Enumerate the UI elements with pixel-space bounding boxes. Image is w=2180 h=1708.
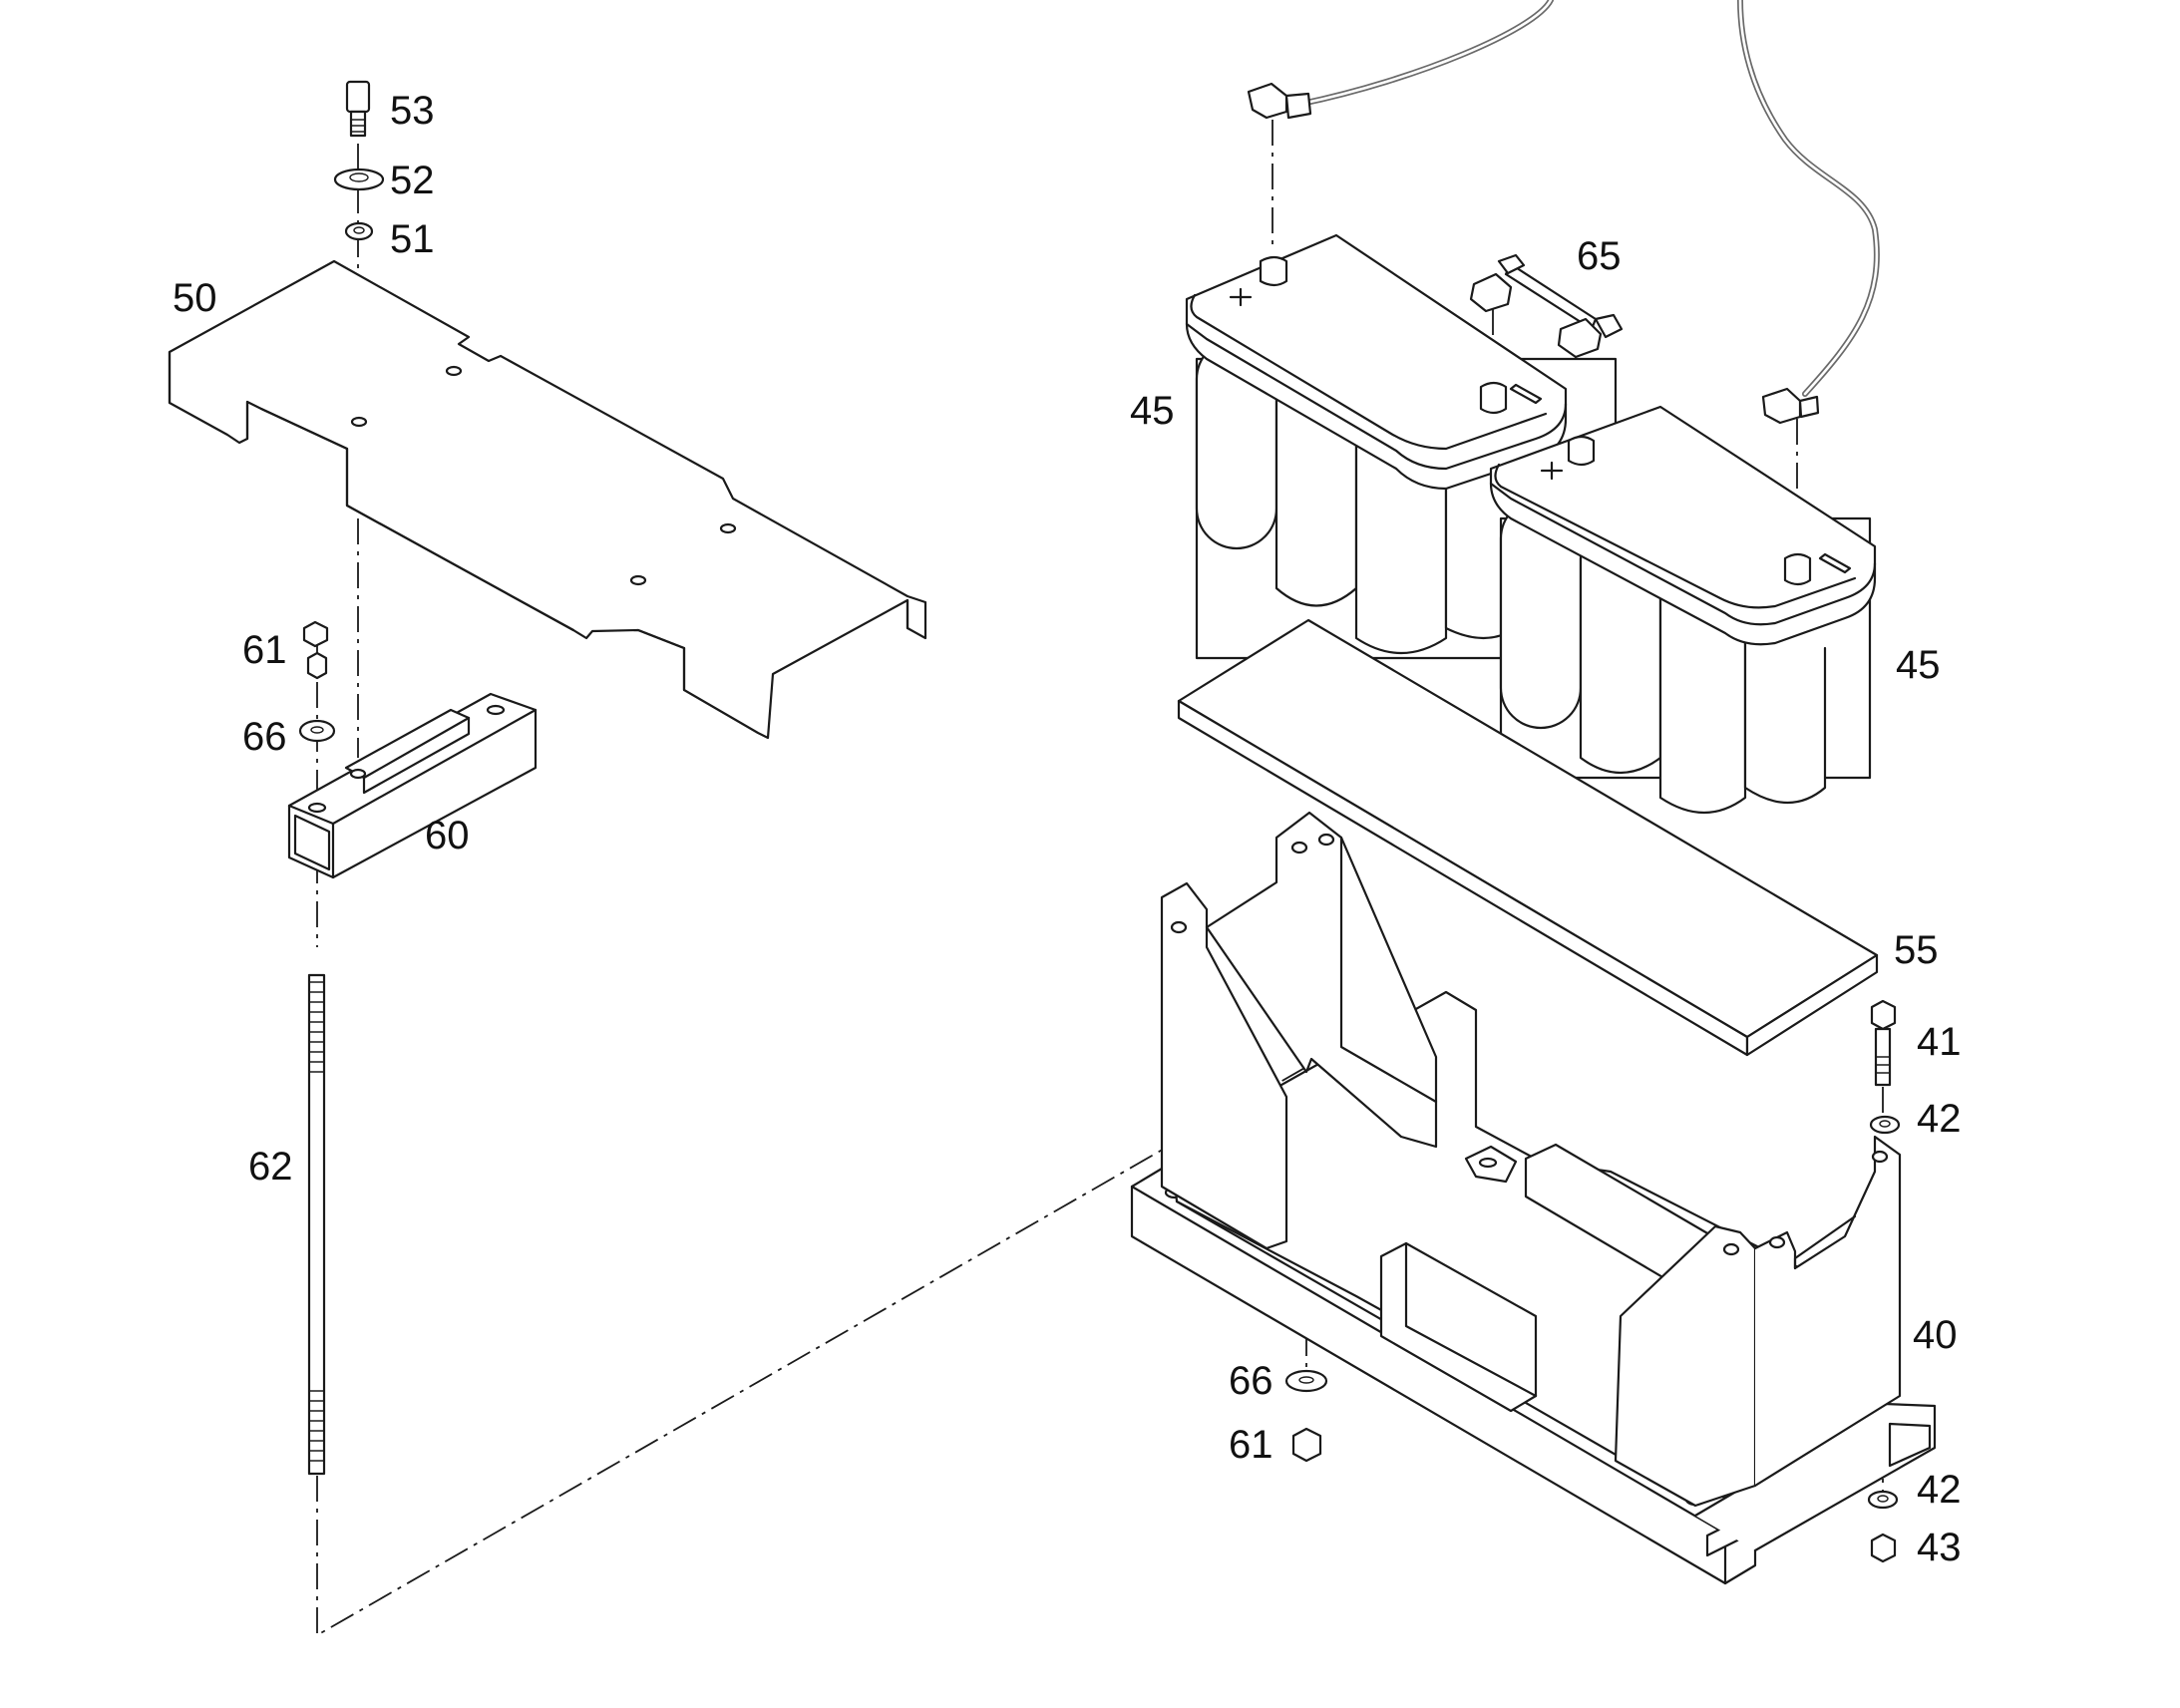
callout-labels: 53 52 51 50 61 66 60 62 45 65 45 55 41 4… [173, 89, 1962, 1569]
callout-62: 62 [248, 1145, 293, 1189]
washer-42-top [1869, 1115, 1901, 1135]
threaded-rod-62 [307, 973, 326, 1476]
callout-53: 53 [390, 89, 435, 133]
callout-52: 52 [390, 159, 435, 202]
terminal-clamp-minus [1761, 387, 1820, 425]
callout-50: 50 [173, 276, 217, 320]
terminal-clamp-plus [1247, 82, 1312, 120]
washer-66-top [298, 719, 336, 743]
nut-61-bottom [1291, 1427, 1322, 1463]
callout-40: 40 [1913, 1313, 1958, 1357]
washer-66-bottom [1284, 1369, 1328, 1393]
battery-45-right [1489, 405, 1877, 815]
washer-52 [333, 168, 385, 191]
callout-43: 43 [1917, 1526, 1962, 1569]
callout-61-top: 61 [242, 628, 287, 672]
battery-cables [1298, 0, 1880, 397]
callout-45-left: 45 [1130, 389, 1175, 433]
callout-42-bottom: 42 [1917, 1468, 1962, 1512]
washer-51 [344, 221, 374, 241]
callout-45-right: 45 [1896, 643, 1941, 687]
callout-65: 65 [1577, 234, 1622, 278]
callout-66-bottom: 66 [1229, 1359, 1273, 1403]
callout-60: 60 [425, 814, 470, 857]
cover-plate-50 [168, 259, 927, 740]
pad-55 [1177, 618, 1879, 1057]
nut-61-top [302, 620, 329, 680]
clamp-bar-60 [287, 692, 538, 879]
battery-tray-40 [1130, 811, 1937, 1585]
callout-61-bottom: 61 [1229, 1423, 1273, 1467]
callout-42-top: 42 [1917, 1097, 1962, 1141]
screw-53 [345, 80, 371, 138]
washer-42-bottom [1867, 1490, 1899, 1510]
bolt-41 [1870, 999, 1897, 1087]
callout-55: 55 [1894, 928, 1939, 972]
callout-66-top: 66 [242, 715, 287, 759]
callout-41: 41 [1917, 1020, 1962, 1064]
connector-cable-65 [1469, 253, 1624, 359]
nut-43 [1870, 1533, 1897, 1563]
callout-51: 51 [390, 217, 435, 261]
